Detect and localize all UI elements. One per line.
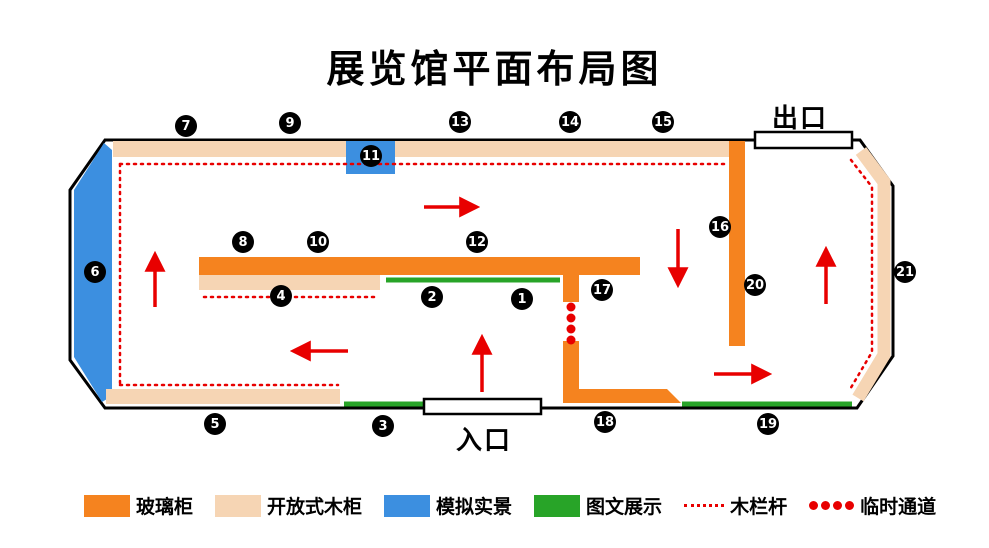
marker-15: 15	[652, 111, 674, 133]
wood-cabinet-right	[852, 147, 891, 402]
marker-19: 19	[757, 413, 779, 435]
marker-9: 9	[279, 112, 301, 134]
legend-label-wooden-railing: 木栏杆	[730, 496, 788, 518]
glass-cabinet-t-upper	[563, 275, 579, 302]
legend-item-open-wood-cabinet: 开放式木柜	[215, 492, 362, 519]
marker-8: 8	[232, 231, 254, 253]
glass-cabinet-bottom	[563, 389, 681, 403]
passage-dot	[566, 313, 576, 323]
glass-cabinet-swatch	[84, 494, 130, 517]
wood-cabinet-top	[113, 141, 729, 157]
marker-10: 10	[307, 231, 329, 253]
legend: 玻璃柜 开放式木柜 模拟实景 图文展示 木栏杆 临时通道	[84, 492, 936, 519]
marker-12: 12	[466, 231, 488, 253]
page-title: 展览馆平面布局图	[326, 47, 663, 91]
legend-item-wooden-railing: 木栏杆	[684, 492, 787, 519]
legend-label-graphic-display: 图文展示	[586, 496, 663, 518]
exit-label: 出口	[772, 104, 829, 134]
glass-cabinet-t-lower	[563, 341, 579, 398]
marker-3: 3	[372, 415, 394, 437]
marker-17: 17	[591, 279, 613, 301]
wooden-railing-dotted-line-icon	[684, 504, 725, 507]
marker-16: 16	[709, 216, 731, 238]
marker-2: 2	[421, 286, 443, 308]
dot-icon	[809, 501, 819, 510]
marker-14: 14	[559, 111, 581, 133]
legend-item-glass-cabinet: 玻璃柜	[84, 492, 193, 519]
marker-4: 4	[270, 285, 292, 307]
marker-7: 7	[175, 115, 197, 137]
passage-dot	[566, 302, 576, 312]
marker-13: 13	[449, 111, 471, 133]
legend-label-glass-cabinet: 玻璃柜	[136, 496, 194, 518]
passage-dot	[566, 335, 576, 345]
passage-dot	[566, 324, 576, 334]
legend-label-open-wood-cabinet: 开放式木柜	[267, 496, 363, 518]
exit-door	[753, 130, 854, 150]
wood-cabinet-center	[199, 275, 380, 290]
dot-icon	[821, 501, 831, 510]
dot-icon	[845, 501, 855, 510]
legend-label-temporary-passage: 临时通道	[860, 496, 937, 518]
dot-icon	[833, 501, 843, 510]
graphic-display-swatch	[534, 494, 581, 517]
marker-1: 1	[511, 288, 533, 310]
temporary-passage-dots	[566, 302, 576, 345]
legend-item-graphic-display: 图文展示	[534, 492, 662, 519]
marker-11: 11	[360, 145, 382, 167]
marker-5: 5	[204, 413, 226, 435]
legend-item-simulated-scene: 模拟实景	[384, 492, 512, 519]
marker-21: 21	[894, 261, 916, 283]
marker-18: 18	[594, 411, 616, 433]
glass-cabinet-center	[199, 257, 640, 275]
glass-cabinet-right	[729, 141, 745, 346]
legend-label-simulated-scene: 模拟实景	[436, 496, 513, 518]
marker-6: 6	[84, 261, 106, 283]
simulated-scene-swatch	[384, 494, 431, 517]
wood-cabinet-bottom-left	[106, 389, 340, 404]
entrance-label: 入口	[456, 426, 513, 456]
legend-item-temporary-passage: 临时通道	[809, 492, 936, 519]
entrance-door	[422, 397, 543, 416]
marker-20: 20	[744, 274, 766, 296]
open-wood-cabinet-swatch	[215, 494, 262, 517]
temporary-passage-dots-icon	[809, 501, 855, 510]
railing-right	[847, 158, 874, 393]
